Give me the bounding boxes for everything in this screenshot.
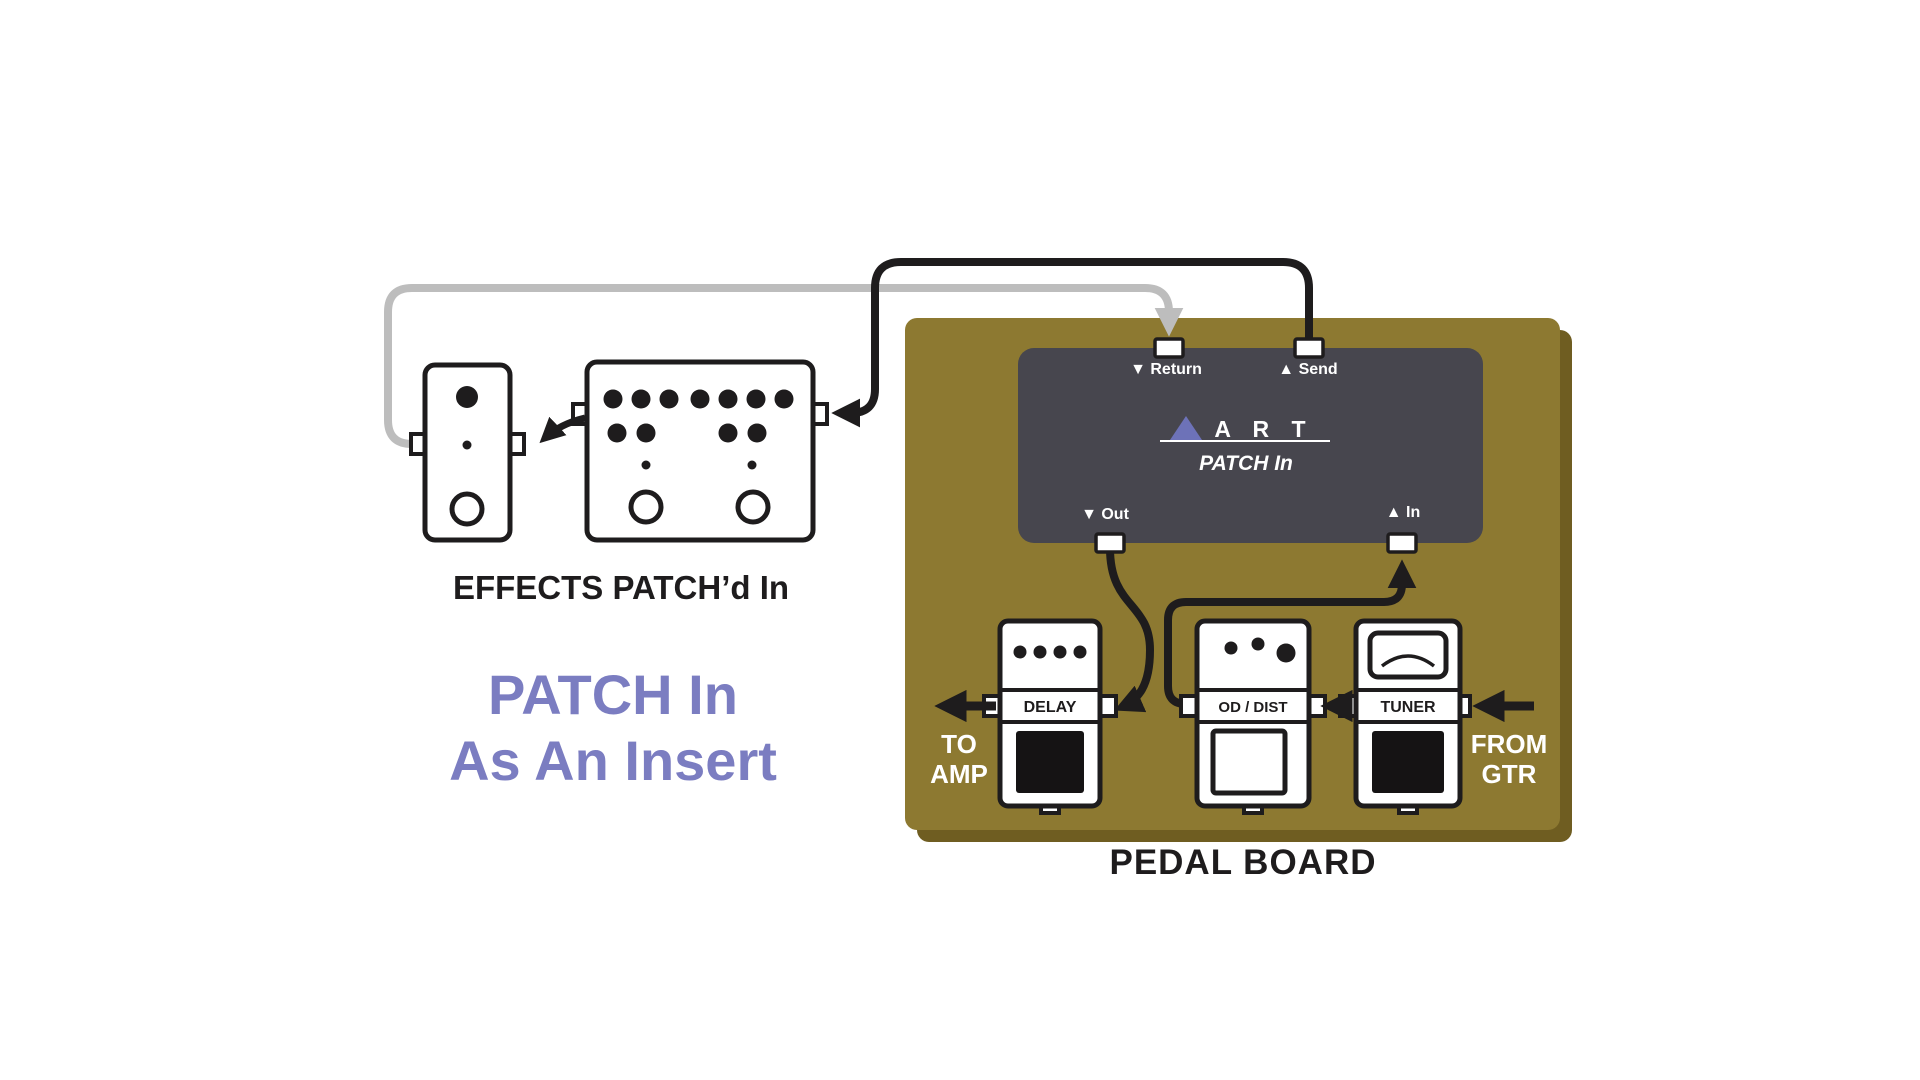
pedal-od-dist: OD / DIST: [1179, 618, 1327, 815]
tuner-footswitch: [1372, 731, 1444, 793]
oddist-footswitch: [1210, 728, 1288, 796]
effect-pedal-small: [409, 362, 526, 543]
small-effect-led: [462, 440, 472, 450]
tuner-label: TUNER: [1380, 699, 1436, 716]
from-gtr-label-line2: GTR: [1482, 759, 1537, 789]
delay-knob: [1073, 645, 1087, 659]
send-jack-label: ▲ Send: [1278, 361, 1337, 378]
large-effect-knob: [659, 389, 679, 409]
effects-caption: EFFECTS PATCH’d In: [453, 569, 789, 606]
small-effect-body: [422, 362, 513, 543]
oddist-label: OD / DIST: [1218, 699, 1287, 716]
delay-knob: [1053, 645, 1067, 659]
small-effect-knob: [456, 386, 478, 408]
pedal-board-caption: PEDAL BOARD: [1109, 843, 1376, 882]
art-logo-triangle-icon: [1170, 416, 1202, 440]
delay-label: DELAY: [1024, 699, 1077, 716]
patch-in-box: A R T PATCH In ▼ Return ▲ Send ▼ Out ▲ I…: [1018, 348, 1483, 543]
art-brand-label: A R T: [1214, 416, 1313, 442]
large-effect-knob: [718, 389, 738, 409]
large-effect-knob: [636, 423, 656, 443]
delay-knob: [1033, 645, 1047, 659]
oddist-knob: [1276, 643, 1296, 663]
large-effect-knob: [774, 389, 794, 409]
large-effect-knob: [603, 389, 623, 409]
large-effect-footswitch: [628, 489, 664, 525]
large-to-small-effect-arrow-icon: [539, 414, 586, 444]
pedal-delay: DELAY: [982, 618, 1118, 815]
in-jack-label: ▲ In: [1386, 504, 1421, 521]
from-gtr-label-line1: FROM: [1471, 729, 1548, 759]
oddist-knob: [1251, 637, 1265, 651]
large-effect-body: [584, 359, 816, 543]
return-jack: [1153, 337, 1185, 359]
send-jack: [1293, 337, 1325, 359]
to-amp-label-line2: AMP: [930, 759, 988, 789]
oddist-knob: [1224, 641, 1238, 655]
out-jack: [1094, 532, 1126, 554]
to-amp-label-line1: TO: [941, 729, 977, 759]
headline-line2: As An Insert: [449, 729, 777, 792]
large-effect-knob: [690, 389, 710, 409]
small-effect-footswitch: [449, 491, 485, 527]
out-to-delay-cable: [1106, 547, 1155, 713]
large-effect-knob: [718, 423, 738, 443]
tuner-meter-arc-icon: [1380, 654, 1436, 668]
large-effect-knob: [631, 389, 651, 409]
effect-pedal-large: [571, 359, 829, 543]
out-jack-label: ▼ Out: [1081, 506, 1130, 523]
oddist-to-in-cable: [1164, 559, 1417, 708]
delay-footswitch: [1016, 731, 1084, 793]
large-effect-knob: [607, 423, 627, 443]
large-effect-knob: [746, 389, 766, 409]
large-effect-led: [747, 460, 757, 470]
large-effect-footswitch: [735, 489, 771, 525]
headline-line1: PATCH In: [488, 663, 738, 726]
delay-knob: [1013, 645, 1027, 659]
large-effect-knob: [747, 423, 767, 443]
return-jack-label: ▼ Return: [1130, 361, 1202, 378]
large-effect-led: [641, 460, 651, 470]
send-to-effects-cable: [831, 258, 1313, 428]
patch-box-body: [1018, 348, 1483, 543]
in-jack: [1386, 532, 1418, 554]
patch-in-model-label: PATCH In: [1199, 452, 1293, 475]
effects-return-cable: [384, 284, 1184, 448]
pedal-tuner: TUNER: [1338, 618, 1472, 815]
